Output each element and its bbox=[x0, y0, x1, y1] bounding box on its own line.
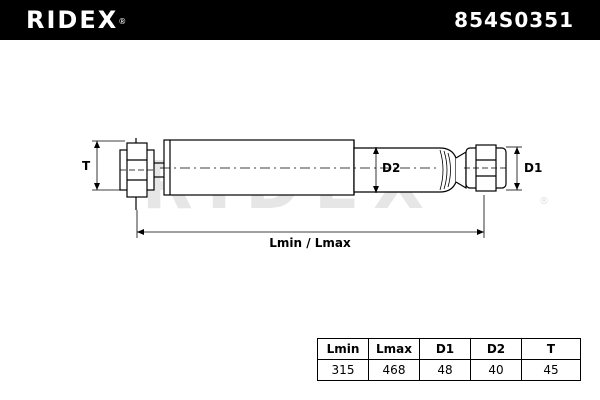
specs-header-cell: Lmax bbox=[368, 338, 420, 360]
damper-body bbox=[163, 139, 355, 196]
specs-value-cell: 315 bbox=[317, 359, 369, 381]
specs-header-row: Lmin Lmax D1 D2 T bbox=[317, 338, 581, 360]
specs-table: Lmin Lmax D1 D2 T 315 468 48 40 45 bbox=[317, 338, 581, 381]
part-number: 854S0351 bbox=[454, 8, 574, 32]
specs-value-cell: 45 bbox=[521, 359, 581, 381]
dimension-label-d2: D2 bbox=[382, 161, 400, 175]
specs-header-cell: D2 bbox=[470, 338, 522, 360]
header-bar: RIDEX® 854S0351 bbox=[0, 0, 600, 40]
specs-value-cell: 40 bbox=[470, 359, 522, 381]
brand-logo: RIDEX® bbox=[26, 6, 127, 34]
specs-value-row: 315 468 48 40 45 bbox=[317, 359, 581, 381]
dimension-label-d1: D1 bbox=[524, 161, 542, 175]
dimension-label-length: Lmin / Lmax bbox=[269, 236, 351, 250]
dimension-label-t: T bbox=[82, 159, 91, 173]
specs-header-cell: D1 bbox=[419, 338, 471, 360]
watermark-registered-mark: ® bbox=[539, 196, 549, 207]
shock-absorber-diagram: RIDEX ® bbox=[82, 138, 549, 250]
specs-value-cell: 468 bbox=[368, 359, 420, 381]
lower-tube bbox=[353, 147, 457, 193]
specs-header-cell: Lmin bbox=[317, 338, 369, 360]
specs-value-cell: 48 bbox=[419, 359, 471, 381]
specs-header-cell: T bbox=[521, 338, 581, 360]
